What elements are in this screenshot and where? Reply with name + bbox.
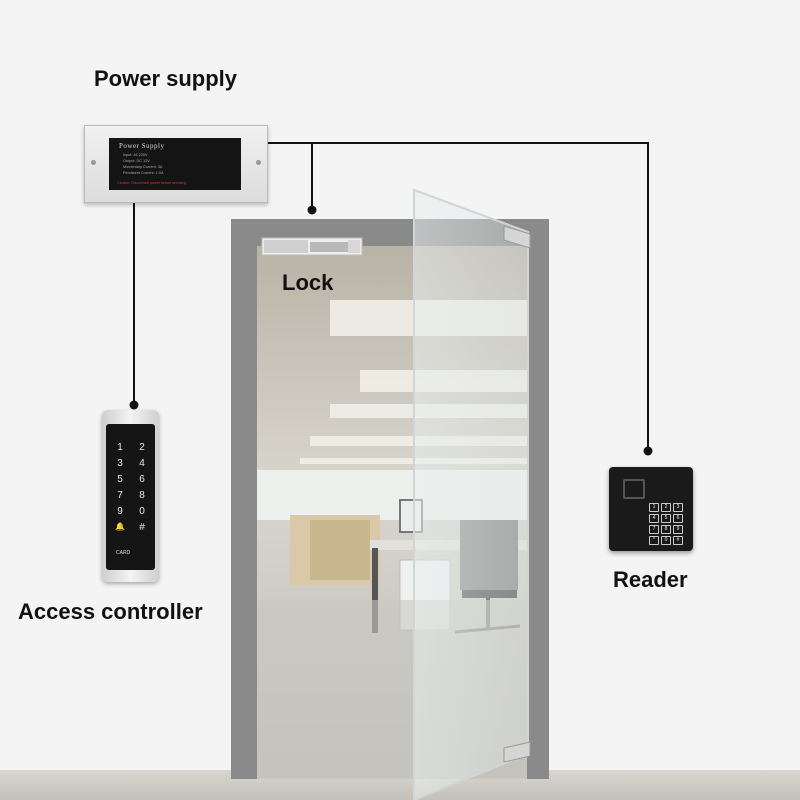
wire-end-controller xyxy=(129,400,139,410)
power-supply-spec: Persistent Current: 1.5A xyxy=(123,171,164,175)
keypad-key: 1 xyxy=(117,442,123,453)
reader-key: 6 xyxy=(673,514,683,523)
keypad-key: 9 xyxy=(117,506,123,517)
keypad-key: 3 xyxy=(117,458,123,469)
reader-device: 1 2 3 4 5 6 7 8 9 * 0 # xyxy=(609,467,693,551)
power-supply-title: Power Supply xyxy=(119,142,165,150)
card-label: CARD xyxy=(116,550,131,556)
label-power-supply: Power supply xyxy=(94,66,238,91)
reader-key: 8 xyxy=(661,525,671,534)
lock-device xyxy=(261,237,363,256)
bell-icon: 🔔 xyxy=(115,522,125,531)
power-supply-device: Power Supply Input: AC220V Output: DC 12… xyxy=(84,125,268,203)
power-supply-warning: Caution: Disconnect power before servici… xyxy=(117,181,187,185)
label-access-controller: Access controller xyxy=(18,599,203,624)
power-supply-spec: Input: AC220V xyxy=(123,153,148,157)
access-controller-keypad: 1 2 3 4 5 6 7 8 9 0 🔔 # CARD xyxy=(106,424,155,570)
reader-key: 2 xyxy=(661,503,671,512)
reader-key: * xyxy=(649,536,659,545)
reader-key: 3 xyxy=(673,503,683,512)
reader-sensor-window xyxy=(623,479,645,499)
reader-key: # xyxy=(673,536,683,545)
label-reader: Reader xyxy=(613,567,688,592)
reader-key: 0 xyxy=(661,536,671,545)
screw-icon xyxy=(91,160,96,165)
keypad-key: 5 xyxy=(117,474,123,485)
screw-icon xyxy=(256,160,261,165)
door-hinge-bottom xyxy=(503,741,531,763)
reader-key: 7 xyxy=(649,525,659,534)
power-supply-panel: Power Supply Input: AC220V Output: DC 12… xyxy=(109,138,241,190)
reader-key: 4 xyxy=(649,514,659,523)
wiring xyxy=(133,142,649,448)
keypad-key: # xyxy=(139,522,145,533)
keypad-key: 6 xyxy=(139,474,145,485)
wire-end-reader xyxy=(643,446,653,456)
reader-key: 9 xyxy=(673,525,683,534)
power-supply-spec: Output: DC 12V xyxy=(123,159,150,163)
reader-key: 1 xyxy=(649,503,659,512)
wire-end-lock xyxy=(307,205,317,215)
keypad-key: 7 xyxy=(117,490,123,501)
label-lock: Lock xyxy=(282,270,334,295)
keypad-key: 4 xyxy=(139,458,145,469)
door-hinge-top xyxy=(503,225,531,249)
power-supply-spec: Momentary Current: 3A xyxy=(123,165,163,169)
keypad-key: 8 xyxy=(139,490,145,501)
keypad-key: 0 xyxy=(139,506,145,517)
reader-key: 5 xyxy=(661,514,671,523)
access-controller-device: 1 2 3 4 5 6 7 8 9 0 🔔 # CARD xyxy=(102,410,159,582)
keypad-key: 2 xyxy=(139,442,145,453)
glass-door xyxy=(413,188,529,800)
